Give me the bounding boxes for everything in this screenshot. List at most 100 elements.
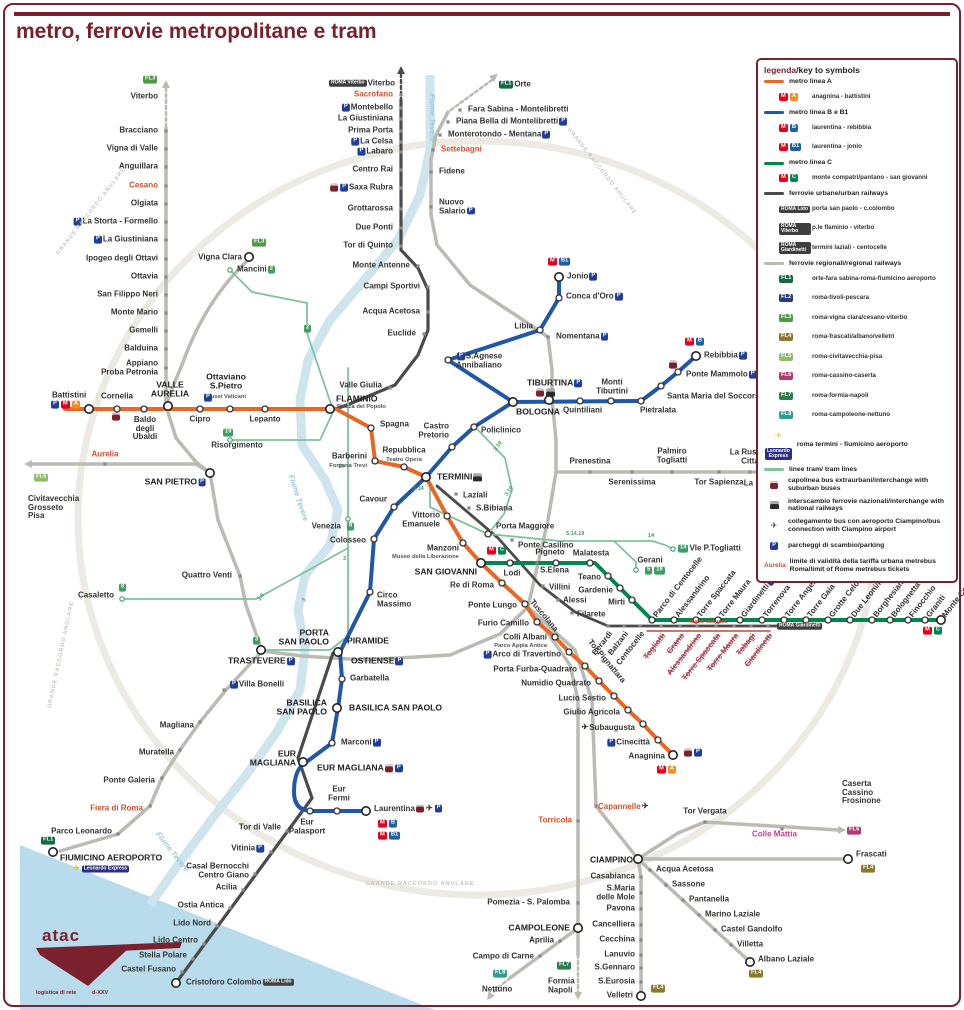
legend-line-swatch xyxy=(764,111,784,115)
interchange-dot xyxy=(331,702,342,713)
badge-: FL6 xyxy=(779,372,794,381)
station-tick xyxy=(399,150,403,154)
station-tick xyxy=(269,850,273,854)
legend-line-swatch xyxy=(764,467,784,471)
line-arrow xyxy=(397,66,405,74)
line-regional xyxy=(165,257,251,404)
station-tick xyxy=(164,129,168,133)
station-dot xyxy=(533,618,541,626)
station-tick xyxy=(446,120,450,124)
station-dot xyxy=(639,720,647,728)
station-tick xyxy=(164,184,168,188)
station-dot xyxy=(551,633,559,641)
station-dot xyxy=(692,616,700,624)
station-dot xyxy=(758,616,766,624)
station-tick xyxy=(454,492,458,496)
station-tick xyxy=(164,165,168,169)
interchange-dot xyxy=(84,403,95,414)
station-tick xyxy=(576,901,580,905)
station-dot xyxy=(607,397,615,405)
tram-stop-dot xyxy=(633,567,639,573)
station-tick xyxy=(703,820,707,824)
station-tick xyxy=(749,624,753,628)
interchange-dot xyxy=(324,403,335,414)
station-dot xyxy=(140,405,148,413)
station-dot xyxy=(113,405,121,413)
station-dot xyxy=(780,616,788,624)
badge-: FL3 xyxy=(779,313,794,322)
station-dot xyxy=(333,807,341,815)
station-dot xyxy=(226,405,234,413)
station-tick xyxy=(510,538,514,542)
station-dot xyxy=(868,616,876,624)
station-tick xyxy=(780,827,784,831)
line-regional xyxy=(550,397,558,474)
line-regional xyxy=(636,857,643,998)
station-tick xyxy=(546,335,550,339)
station-tick xyxy=(429,205,433,209)
atac-logo-swoosh xyxy=(40,949,128,986)
badge-: FL7 xyxy=(779,391,794,400)
interchange-dot xyxy=(667,749,678,760)
line-tram xyxy=(477,429,513,535)
line-tram xyxy=(487,533,674,550)
tram-stop-dot xyxy=(670,546,676,552)
station-tick xyxy=(570,611,574,615)
station-tick xyxy=(541,584,545,588)
station-tick xyxy=(535,561,539,565)
station-tick xyxy=(438,133,442,137)
station-tick xyxy=(458,108,462,112)
tram-stop-dot xyxy=(227,437,233,443)
station-dot xyxy=(637,397,645,405)
station-tick xyxy=(664,883,668,887)
station-dot xyxy=(371,457,379,465)
badge-C: C xyxy=(789,174,799,183)
station-tick xyxy=(222,688,226,692)
badge-M: M xyxy=(779,93,788,101)
station-dot xyxy=(802,616,810,624)
legend-sub-label: roma-tivoli-pescara xyxy=(812,294,870,302)
line-regional xyxy=(30,462,264,653)
station-dot xyxy=(670,616,678,624)
station-tick xyxy=(148,804,152,808)
legend-sub-badges: FL5 xyxy=(778,348,812,366)
station-tick xyxy=(639,966,643,970)
station-tick xyxy=(670,470,674,474)
line-arrow xyxy=(162,80,170,88)
station-tick xyxy=(164,147,168,151)
station-tick xyxy=(630,470,634,474)
station-tick xyxy=(717,470,721,474)
badge-A: A xyxy=(789,93,799,101)
legend-sub-badges: FL3 xyxy=(778,309,812,327)
station-tick xyxy=(399,140,403,144)
line-arrow xyxy=(574,992,582,1000)
station-dot xyxy=(648,616,656,624)
legend-sub-label: roma-cassino-caserta xyxy=(812,372,876,380)
legend-row-label: metro linea C xyxy=(789,159,833,167)
line-metroB xyxy=(292,354,698,813)
legend-row: ✈collegamento bus con aeroporto Ciampino… xyxy=(764,517,950,535)
station-dot xyxy=(443,512,451,520)
tram-stop-dot xyxy=(119,596,125,602)
station-tick xyxy=(732,624,736,628)
station-dot xyxy=(654,736,662,744)
station-dot xyxy=(367,424,375,432)
station-tick xyxy=(399,117,403,121)
badge-: FL1 xyxy=(779,274,794,283)
station-dot xyxy=(736,616,744,624)
station-dot xyxy=(328,739,336,747)
interchange-dot xyxy=(332,646,343,657)
station-tick xyxy=(422,332,426,336)
legend-row: metro linea A xyxy=(764,78,950,86)
legend-sub-label: roma-civitavecchia-pisa xyxy=(812,352,883,360)
station-dot xyxy=(824,616,832,624)
legend-sub-badges: FL1 xyxy=(778,270,812,288)
